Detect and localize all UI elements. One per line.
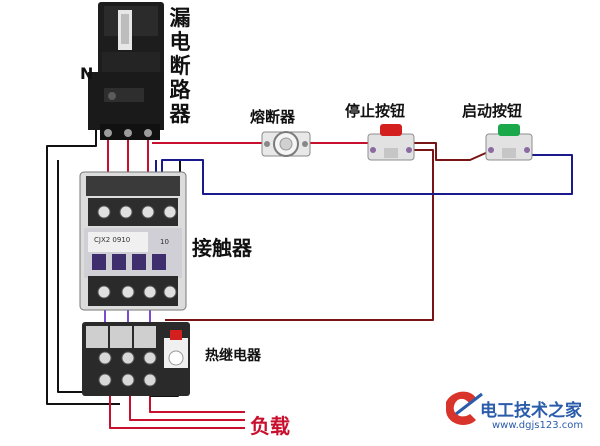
coil-wire-outer bbox=[161, 154, 573, 195]
neutral-label: N bbox=[80, 64, 94, 83]
leakage-breaker bbox=[88, 2, 164, 140]
load-label: 负载 bbox=[250, 414, 290, 438]
stop-to-start-wire bbox=[413, 142, 489, 161]
contactor-label: 接触器 bbox=[192, 236, 252, 260]
start-button-label: 启动按钮 bbox=[462, 102, 523, 120]
watermark-name: 电工技术之家 bbox=[480, 401, 582, 421]
contactor: CJX2 0910 10 bbox=[79, 171, 187, 311]
frame-wire-left bbox=[57, 160, 82, 393]
fuse bbox=[261, 131, 311, 157]
contactor-rating-text: 10 bbox=[160, 238, 169, 246]
stop-button-label: 停止按钮 bbox=[345, 102, 406, 120]
breaker-label-char: 电 bbox=[169, 30, 191, 54]
breaker-label-char: 器 bbox=[169, 102, 191, 126]
watermark-url: www.dgjs123.com bbox=[492, 420, 584, 431]
thermal-relay-label: 热继电器 bbox=[205, 348, 261, 364]
breaker-label-char: 路 bbox=[169, 78, 191, 102]
load-wire-3 bbox=[149, 395, 245, 413]
start-button bbox=[485, 124, 533, 161]
watermark-logo-icon bbox=[446, 391, 483, 425]
load-wire-2 bbox=[129, 395, 245, 421]
breaker-label: 漏电断路器 bbox=[168, 6, 192, 126]
load-wire-1 bbox=[109, 395, 245, 429]
neutral-wire bbox=[46, 130, 120, 405]
thermal-relay bbox=[82, 322, 190, 396]
breaker-label-char: 漏 bbox=[169, 6, 191, 30]
stop-button bbox=[367, 124, 415, 161]
contactor-model-text: CJX2 0910 bbox=[94, 236, 130, 244]
breaker-label-char: 断 bbox=[169, 54, 191, 78]
fuse-label: 熔断器 bbox=[250, 108, 296, 126]
holding-wire bbox=[165, 149, 434, 321]
wires bbox=[46, 130, 573, 429]
